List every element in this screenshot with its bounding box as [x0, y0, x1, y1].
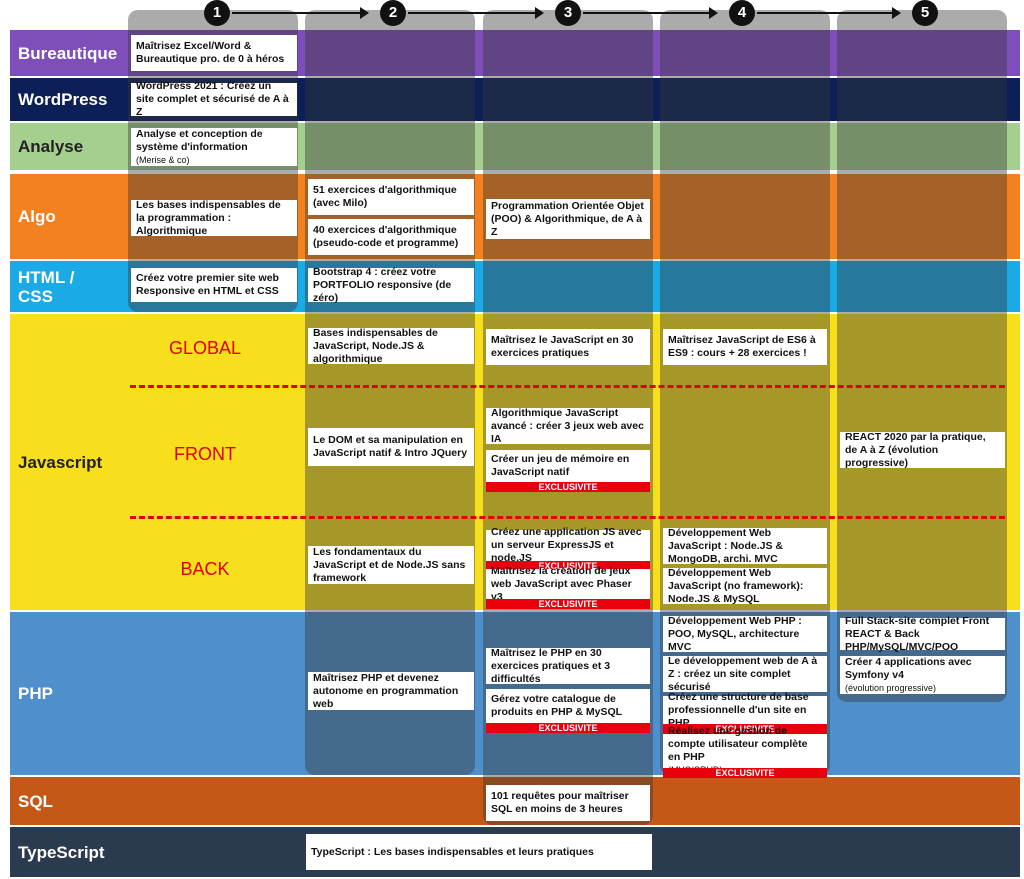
step-1-marker: 1 — [204, 0, 230, 26]
course-title: Analyse et conception de système d'infor… — [136, 127, 263, 153]
course-note: (évolution progressive) — [845, 682, 937, 693]
course-card[interactable]: Maîtrisez la création de jeux web JavaSc… — [486, 565, 650, 603]
course-card[interactable]: Créez une application JS avec un serveur… — [486, 526, 650, 564]
course-card[interactable]: Développement Web JavaScript (no framewo… — [663, 567, 827, 605]
course-card[interactable]: 101 requêtes pour maîtriser SQL en moins… — [486, 785, 650, 821]
row-label-analyse: Analyse — [18, 137, 84, 156]
exclusive-badge: EXCLUSIVITE — [663, 768, 827, 778]
step-arrow — [408, 7, 544, 19]
step-5-marker: 5 — [912, 0, 938, 26]
course-card[interactable]: Les bases indispensables de la programma… — [131, 199, 297, 237]
exclusive-badge: EXCLUSIVITE — [486, 599, 650, 609]
row-label-sql: SQL — [18, 791, 53, 811]
row-label-algo: Algo — [18, 207, 56, 226]
course-card[interactable]: Full Stack-site complet Front REACT & Ba… — [840, 615, 1005, 653]
js-section-global: GLOBAL — [168, 338, 242, 358]
course-card[interactable]: Créer 4 applications avec Symfony v4 (év… — [840, 656, 1005, 694]
step-2-marker: 2 — [380, 0, 406, 26]
course-card[interactable]: Créez votre premier site web Responsive … — [131, 268, 297, 302]
course-card[interactable]: REACT 2020 par la pratique, de A à Z (év… — [840, 431, 1005, 469]
course-card[interactable]: Les fondamentaux du JavaScript et de Nod… — [308, 546, 474, 584]
course-card[interactable]: Maîtrisez JavaScript de ES6 à ES9 : cour… — [663, 329, 827, 365]
js-divider — [130, 385, 1005, 388]
course-card[interactable]: Le développement web de A à Z : créez un… — [663, 655, 827, 693]
course-title: Réalisez une gestion de compte utilisate… — [668, 725, 808, 763]
js-section-front: FRONT — [174, 444, 236, 464]
course-card[interactable]: Maîtrisez le PHP en 30 exercices pratiqu… — [486, 647, 650, 685]
course-card[interactable]: Développement Web JavaScript : Node.JS &… — [663, 527, 827, 565]
step-3-marker: 3 — [555, 0, 581, 26]
step-arrow — [757, 7, 901, 19]
course-card[interactable]: Le DOM et sa manipulation en JavaScript … — [308, 428, 474, 466]
exclusive-badge: EXCLUSIVITE — [486, 561, 650, 571]
course-card[interactable]: Algorithmique JavaScript avancé : créer … — [486, 407, 650, 445]
course-card[interactable]: 40 exercices d'algorithmique (pseudo-cod… — [308, 219, 474, 255]
row-label-php: PHP — [18, 684, 53, 703]
course-title: Créer 4 applications avec Symfony v4 — [845, 655, 972, 681]
course-card[interactable]: Maîtrisez le JavaScript en 30 exercices … — [486, 329, 650, 365]
step-4-marker: 4 — [729, 0, 755, 26]
course-card[interactable]: WordPress 2021 : Créez un site complet e… — [131, 80, 297, 118]
course-card[interactable]: Maîtrisez Excel/Word & Bureautique pro. … — [131, 35, 297, 71]
course-card[interactable]: Créer un jeu de mémoire en JavaScript na… — [486, 450, 650, 482]
js-divider — [130, 516, 1005, 519]
row-label-html-css: HTML / CSS — [18, 267, 75, 306]
course-note: (Merise & co) — [136, 154, 190, 165]
step-arrow — [583, 7, 718, 19]
course-card[interactable]: Créez une structure de base professionne… — [663, 691, 827, 729]
course-card[interactable]: Analyse et conception de système d'infor… — [131, 128, 297, 166]
course-card[interactable]: Gérez votre catalogue de produits en PHP… — [486, 689, 650, 723]
row-label-typescript: TypeScript — [18, 842, 105, 862]
course-card[interactable]: 51 exercices d'algorithmique (avec Milo) — [308, 179, 474, 215]
step-column-2 — [305, 10, 475, 775]
course-card[interactable]: Bootstrap 4 : créez votre PORTFOLIO resp… — [308, 266, 474, 304]
js-section-back: BACK — [180, 559, 230, 579]
course-card[interactable]: Réalisez une gestion de compte utilisate… — [663, 725, 827, 775]
course-card[interactable]: Développement Web PHP : POO, MySQL, arch… — [663, 615, 827, 653]
course-card[interactable]: TypeScript : Les bases indispensables et… — [306, 834, 652, 870]
step-column-5 — [837, 10, 1007, 702]
course-card[interactable]: Programmation Orientée Objet (POO) & Alg… — [486, 199, 650, 239]
course-card[interactable]: Maîtrisez PHP et devenez autonome en pro… — [308, 672, 474, 710]
course-card[interactable]: Bases indispensables de JavaScript, Node… — [308, 327, 474, 365]
row-label-javascript: Javascript — [18, 452, 103, 472]
step-arrow — [232, 7, 369, 19]
exclusive-badge: EXCLUSIVITE — [663, 724, 827, 734]
exclusive-badge: EXCLUSIVITE — [486, 723, 650, 733]
row-label-bureautique: Bureautique — [18, 43, 118, 63]
exclusive-badge: EXCLUSIVITE — [486, 482, 650, 492]
row-label-wordpress: WordPress — [18, 90, 108, 109]
